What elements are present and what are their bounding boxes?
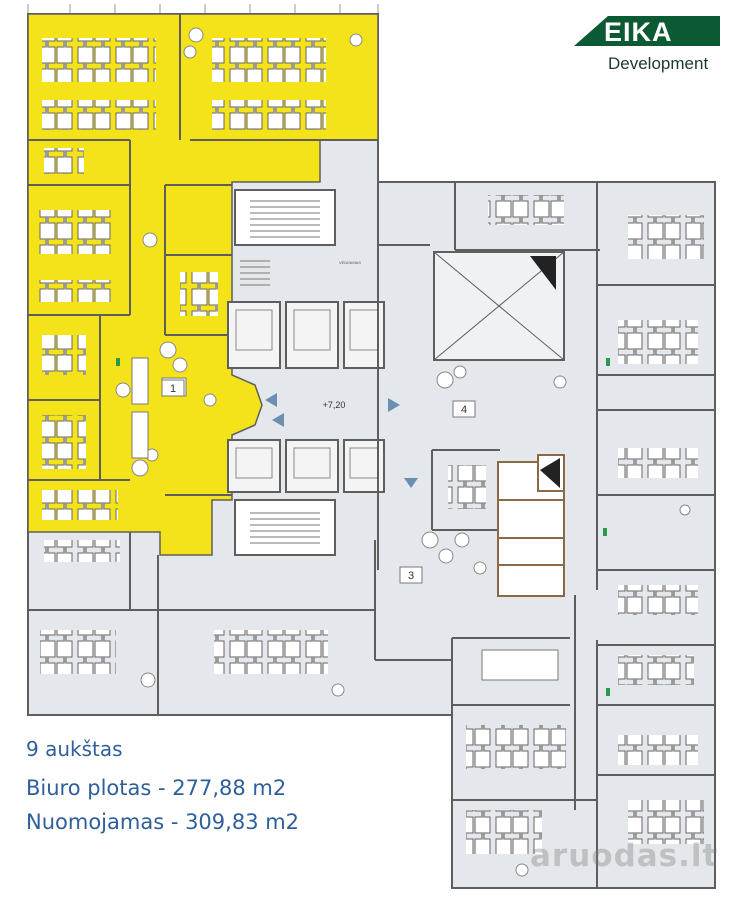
rentable-area: Nuomojamas - 309,83 m2 bbox=[26, 810, 300, 834]
zone-label-3: 3 bbox=[408, 570, 414, 582]
right-wing-desks bbox=[448, 195, 704, 854]
zone-badges bbox=[161, 379, 476, 584]
logo-mark bbox=[574, 16, 720, 46]
zone1-walls bbox=[28, 14, 378, 496]
toilet-core bbox=[497, 454, 565, 597]
zone1-desks bbox=[38, 38, 326, 520]
exit-markers bbox=[116, 358, 610, 696]
right-wing-walls bbox=[377, 182, 715, 888]
left-wing-desks bbox=[40, 540, 328, 674]
eika-logo: EIKA Development bbox=[574, 14, 722, 78]
grid-ticks bbox=[27, 4, 379, 16]
watermark: aruodas.lt bbox=[530, 838, 719, 874]
vent-label: VĖDINIMAS bbox=[339, 260, 361, 265]
right-wing-plants bbox=[140, 365, 691, 877]
office-area: Biuro plotas - 277,88 m2 bbox=[26, 776, 287, 800]
zone-label-1: 1 bbox=[170, 383, 176, 395]
left-wing-walls bbox=[28, 532, 452, 715]
floor-number: 9 aukštas bbox=[26, 737, 123, 761]
logo-subtitle: Development bbox=[608, 54, 709, 73]
circulation-arrows bbox=[265, 393, 418, 488]
atrium-void bbox=[433, 251, 565, 361]
building-core bbox=[227, 189, 385, 556]
logo-name: EIKA bbox=[604, 17, 673, 47]
zone-label-4: 4 bbox=[461, 404, 467, 416]
elevation-mark: +7,20 bbox=[323, 400, 346, 410]
